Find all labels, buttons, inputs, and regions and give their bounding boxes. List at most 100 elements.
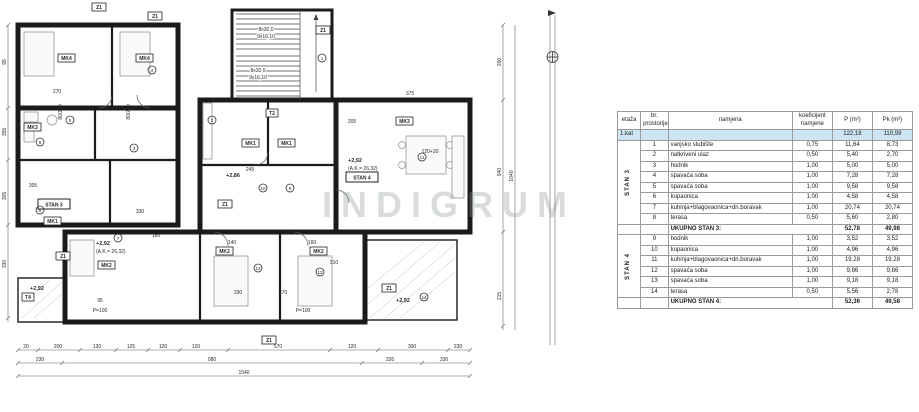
table-cell: 5,00 (871, 160, 914, 172)
table-cell: 0,50 (791, 150, 833, 162)
table-cell: terasa (667, 213, 793, 225)
svg-text:6: 6 (39, 140, 42, 145)
level-label: +2,92 (96, 241, 110, 247)
table-header: Pk (m²) (871, 111, 914, 130)
svg-text:STAN 4: STAN 4 (353, 176, 371, 182)
table-cell: 5 (640, 181, 669, 193)
table-cell: 122,18 (831, 129, 873, 141)
table-cell: 4 (640, 171, 669, 183)
stan3-label: STAN 3 (37, 198, 71, 210)
table-cell: 1,00 (791, 244, 833, 256)
table-cell: 3 (640, 160, 669, 172)
area-label: (A.K.= 26,32) (96, 249, 126, 255)
table-cell: 9 (640, 234, 669, 246)
svg-text:980: 980 (208, 357, 217, 363)
dimension-lines (5, 15, 556, 379)
table-cell: 12 (640, 265, 669, 277)
svg-text:Z1: Z1 (60, 254, 66, 260)
svg-text:290: 290 (234, 290, 243, 296)
svg-text:14: 14 (421, 295, 427, 300)
svg-text:200: 200 (497, 58, 503, 67)
t2-marker: T2 (265, 108, 279, 118)
room-number: 8 (35, 205, 45, 215)
bottom-dimensions: 20 200 120 125 120 120 570 120 300 230 2… (23, 344, 462, 376)
svg-text:120: 120 (93, 344, 102, 350)
room-numbers: 1 2 3 4 5 6 7 8 9 10 11 12 13 14 (35, 53, 429, 302)
svg-text:95: 95 (97, 298, 103, 304)
svg-text:270: 270 (53, 89, 62, 95)
svg-text:330: 330 (136, 209, 145, 215)
z1-marker: Z1 (381, 283, 397, 293)
room-finish-label: MK1 (241, 138, 260, 148)
table-cell (616, 223, 642, 235)
svg-text:Z1: Z1 (222, 202, 228, 208)
area-label: (A.K.= 26,32) (348, 166, 378, 172)
table-cell: 7,28 (831, 171, 873, 183)
table-cell: 1,00 (791, 171, 833, 183)
stair-note: 8x30,0 (250, 68, 265, 74)
svg-text:300: 300 (408, 344, 417, 350)
room-number: 3 (129, 143, 139, 153)
table-cell: 9,86 (871, 265, 914, 277)
t4-marker: T4 (21, 292, 35, 302)
svg-text:8: 8 (39, 208, 42, 213)
svg-text:1540: 1540 (238, 370, 249, 376)
z1-marker: Z1 (91, 2, 107, 12)
table-cell: 4,96 (831, 244, 873, 256)
group-label: STAN 4 (625, 252, 632, 280)
room-number: 13 (315, 267, 325, 277)
walls (15, 8, 473, 325)
door-size-label: 80/210 (58, 104, 64, 120)
table-cell: 3,52 (871, 234, 914, 246)
svg-text:Z1: Z1 (152, 14, 158, 20)
svg-text:160: 160 (308, 240, 317, 246)
table-cell: 0,50 (791, 213, 833, 225)
table-cell: 1,00 (791, 265, 833, 277)
table-cell (640, 297, 669, 309)
svg-text:MK2: MK2 (219, 249, 230, 255)
table-cell: kuhinja+blagovaonica+dn.boravak (667, 202, 793, 214)
stair-note: 9x16,10 (249, 75, 267, 81)
table-cell: 10 (640, 244, 669, 256)
svg-text:MK4: MK4 (139, 56, 150, 62)
svg-text:MK1: MK1 (281, 141, 292, 147)
table-cell: 8 (640, 213, 669, 225)
table-cell: 52,78 (831, 223, 873, 235)
z1-marker: Z1 (217, 199, 233, 209)
room-number: 12 (253, 263, 263, 273)
table-cell: 1,00 (791, 160, 833, 172)
table-cell: spavaća soba (667, 265, 793, 277)
room-number: 5 (65, 115, 75, 125)
svg-text:570: 570 (274, 344, 283, 350)
parapet-label: P=100 (296, 308, 311, 314)
svg-text:2: 2 (211, 118, 214, 123)
doors (98, 94, 350, 247)
table-cell (791, 129, 833, 141)
svg-text:330: 330 (440, 357, 449, 363)
table-cell: 8,73 (871, 139, 914, 151)
svg-text:245: 245 (246, 167, 255, 173)
table-cell: hodnik (667, 160, 793, 172)
svg-text:Z1: Z1 (320, 28, 326, 34)
section-marker-icon (546, 10, 559, 63)
svg-text:Z1: Z1 (266, 338, 272, 344)
svg-text:9: 9 (289, 186, 292, 191)
table-cell: 20,74 (871, 202, 914, 214)
table-cell: 4,96 (871, 244, 914, 256)
group-cell: STAN 4 (616, 234, 642, 298)
group-label: STAN 3 (625, 168, 632, 196)
table-cell: 1.kat (616, 129, 642, 141)
table-cell: 4,58 (831, 192, 873, 204)
svg-text:120: 120 (348, 344, 357, 350)
level-labels: +2,92 +2,92 +2,92 +2,92 +2,86 (A.K.= 26,… (30, 158, 410, 304)
